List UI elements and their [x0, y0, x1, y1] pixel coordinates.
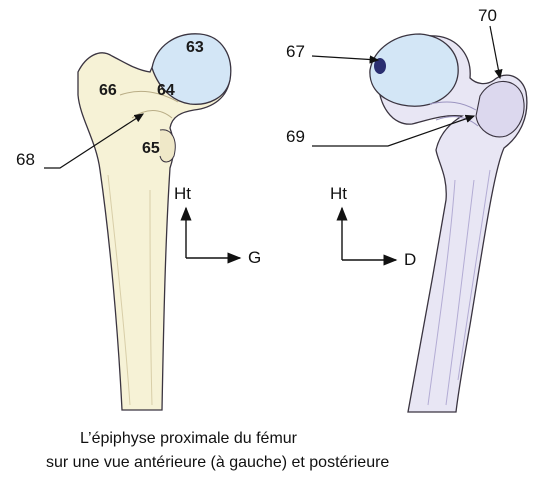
label-64: 64 — [157, 82, 175, 99]
leader-70 — [489, 25, 503, 80]
posterior-femur-view — [369, 33, 528, 413]
label-69: 69 — [286, 127, 305, 146]
leader-69 — [312, 114, 476, 147]
axis-right-label-right: D — [404, 250, 416, 269]
label-70: 70 — [478, 6, 497, 25]
posterior-orientation-axes — [336, 206, 398, 266]
anterior-femoral-head — [151, 33, 232, 105]
label-68: 68 — [16, 150, 35, 169]
leader-67 — [311, 55, 380, 64]
axis-up-label-right: Ht — [330, 184, 347, 203]
axis-up-label-left: Ht — [174, 184, 191, 203]
posterior-femoral-head — [369, 33, 459, 107]
leader-68 — [44, 113, 145, 169]
label-67: 67 — [286, 42, 305, 61]
label-63: 63 — [186, 39, 204, 56]
anterior-femur-bone — [77, 35, 231, 411]
label-65: 65 — [142, 140, 160, 157]
axis-right-label-left: G — [248, 248, 261, 267]
anterior-femur-view — [77, 33, 232, 411]
anterior-orientation-axes — [180, 206, 242, 264]
caption-line-2: sur une vue antérieure (à gauche) et pos… — [46, 454, 389, 471]
caption-line-1: L’épiphyse proximale du fémur — [80, 430, 298, 447]
label-66: 66 — [99, 82, 117, 99]
